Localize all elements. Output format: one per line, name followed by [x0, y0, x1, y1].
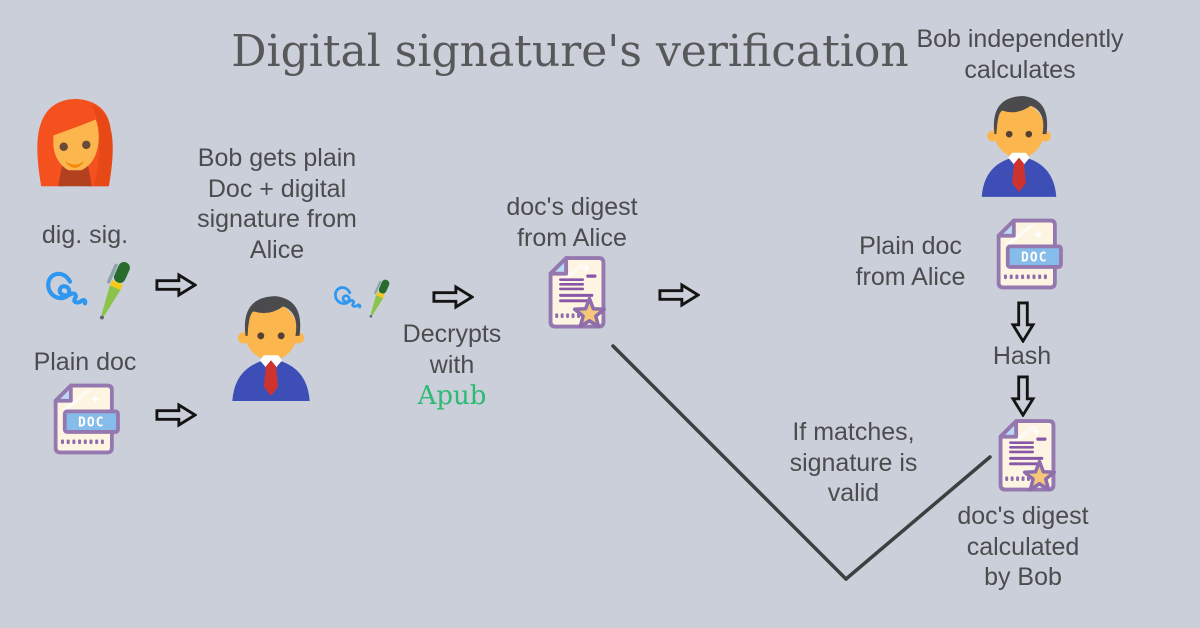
- signature-pen-icon: [330, 271, 396, 332]
- pen-icon: [99, 261, 130, 320]
- doc-perforation: [1003, 274, 1047, 280]
- doc-sparkle: [90, 394, 100, 404]
- pen-tip: [369, 314, 373, 318]
- digest-from-alice-label: doc's digest from Alice: [506, 193, 638, 252]
- digest-sparkle: [1032, 427, 1041, 436]
- alice-hair-shade: [91, 104, 113, 187]
- arrow-right-icon: [658, 282, 700, 308]
- bob-receives-label: Bob gets plain Doc + digital signature f…: [197, 144, 357, 264]
- doc-perforation: [60, 439, 104, 445]
- connector-line-from-alice-digest: [611, 344, 848, 581]
- decrypts-with-label: Decrypts with: [402, 320, 502, 379]
- pen-icon: [369, 279, 390, 318]
- bob-hair: [244, 296, 301, 336]
- match-result-label: If matches, signature is valid: [789, 418, 918, 507]
- bob-face: [993, 102, 1045, 158]
- doc-badge-label: DOC: [78, 416, 105, 431]
- doc-digest-icon: [538, 255, 616, 339]
- star-badge-icon: [572, 296, 606, 329]
- digest-perforation: [555, 313, 580, 318]
- digest-text-lines: [1009, 437, 1047, 466]
- bob-calculates-label: Bob independently calculates: [916, 25, 1124, 84]
- pen-band: [109, 280, 123, 291]
- bob-eye-right: [277, 332, 285, 340]
- connector-line-to-bob-digest: [844, 455, 992, 581]
- pen-band: [376, 291, 385, 299]
- pen-body: [101, 285, 121, 316]
- digest-fold: [548, 256, 569, 276]
- bob-tie: [1012, 157, 1026, 192]
- alice-avatar: [28, 93, 122, 193]
- alice-smile: [64, 160, 85, 168]
- bob-hair: [993, 95, 1048, 135]
- plain-doc-label: Plain doc: [33, 348, 137, 376]
- digest-text-lines: [559, 274, 597, 303]
- public-key-label: Apub: [417, 381, 487, 411]
- bob-eye-left: [257, 332, 265, 340]
- doc-badge: [1005, 244, 1063, 269]
- page-title: Digital signature's verification: [231, 26, 909, 77]
- pen-tip: [99, 315, 104, 320]
- pen-body: [370, 295, 384, 316]
- doc-fold: [996, 218, 1016, 238]
- doc-sparkle: [1033, 229, 1043, 239]
- arrow-down-icon: [1010, 301, 1036, 343]
- bob-eye-left: [1005, 130, 1013, 138]
- doc-file-icon: DOC: [45, 381, 121, 457]
- star-badge-icon: [1022, 459, 1056, 492]
- doc-badge-label: DOC: [1021, 251, 1048, 266]
- arrow-right-icon: [432, 284, 474, 310]
- hash-label: Hash: [992, 342, 1052, 370]
- signature-squiggle: [334, 286, 362, 309]
- pen-cap: [113, 261, 130, 284]
- digest-sparkle: [582, 264, 591, 273]
- bob-tie: [263, 360, 279, 396]
- arrow-down-icon: [1010, 375, 1036, 417]
- arrow-right-icon: [155, 402, 197, 428]
- doc-file-icon: DOC: [988, 216, 1064, 292]
- bob-face: [244, 303, 298, 361]
- dig-sig-label: dig. sig.: [41, 221, 129, 249]
- arrow-right-icon: [155, 272, 197, 298]
- alice-neck-shadow: [58, 166, 92, 187]
- doc-fold: [53, 383, 73, 403]
- plain-doc-from-alice-label: Plain doc from Alice: [855, 232, 966, 291]
- bob-eye-right: [1025, 130, 1033, 138]
- alice-eye-right: [82, 140, 91, 150]
- signature-squiggle: [46, 271, 88, 306]
- signature-pen-icon: [40, 256, 140, 334]
- doc-digest-icon: [988, 418, 1066, 502]
- alice-eye-left: [59, 142, 68, 151]
- pen-cap: [378, 279, 390, 294]
- bob-avatar: [970, 87, 1068, 197]
- pen-clip: [106, 263, 118, 284]
- digest-by-bob-label: doc's digest calculated by Bob: [957, 502, 1089, 591]
- alice-face: [53, 119, 99, 171]
- bob-avatar: [220, 287, 322, 401]
- pen-clip: [374, 280, 382, 295]
- doc-badge: [62, 409, 120, 434]
- digest-fold: [998, 419, 1019, 439]
